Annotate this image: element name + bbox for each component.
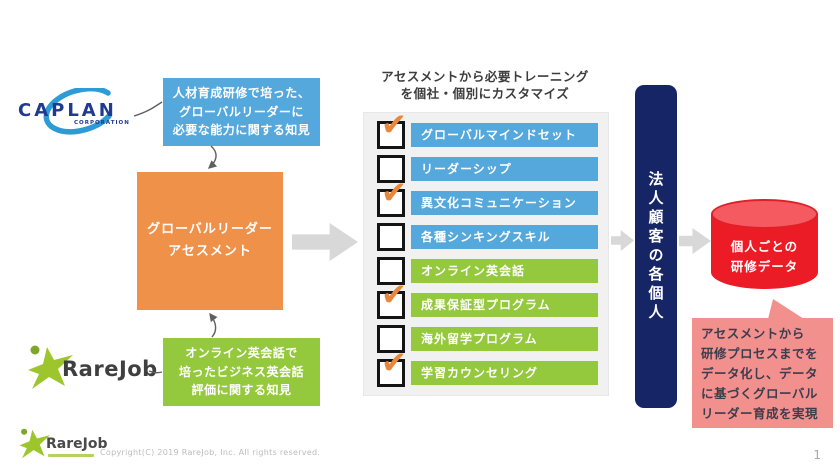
assessment-line: グローバルリーダー — [147, 221, 273, 237]
rarejob-knowledge-line: 評価に関する知見 — [191, 383, 292, 398]
checkbox[interactable]: ✔ — [377, 110, 407, 149]
bubble-text: アセスメントから 研修プロセスまでを データ化し、データ に基づくグローバル リ… — [701, 324, 829, 424]
page-number: 1 — [813, 448, 821, 462]
checklist-item-label: 成果保証型プログラム — [411, 293, 598, 317]
checklist-item-label: 海外留学プログラム — [411, 327, 598, 351]
checklist-item-label: 異文化コミュニケーション — [411, 191, 598, 215]
assessment-line: アセスメント — [168, 244, 252, 259]
checklist-title: アセスメントから必要トレーニング を個社・個別にカスタマイズ — [352, 69, 618, 103]
checklist-row: ✔ 学習カウンセリング — [377, 348, 608, 387]
checkmark-icon: ✔ — [381, 277, 407, 313]
checkbox[interactable]: ✔ — [377, 223, 405, 251]
checkbox[interactable]: ✔ — [377, 257, 405, 285]
bubble-line: アセスメントから — [701, 326, 805, 341]
checklist-item-label: リーダーシップ — [411, 157, 598, 181]
cylinder-label-line: 個人ごとの — [730, 239, 799, 254]
checklist-title-line: アセスメントから必要トレーニング — [381, 69, 589, 84]
checkbox[interactable]: ✔ — [377, 325, 405, 353]
checklist-row: ✔ 各種シンキングスキル — [377, 223, 608, 251]
assessment-box: グローバルリーダー アセスメント — [137, 172, 283, 310]
checklist-item-label: グローバルマインドセット — [411, 123, 598, 147]
flow-arrow-icon — [611, 230, 634, 251]
bubble-line: に基づくグローバル — [701, 386, 818, 401]
data-realization-bubble: アセスメントから 研修プロセスまでを データ化し、データ に基づくグローバル リ… — [692, 299, 833, 428]
checklist-row: ✔ 異文化コミュニケーション — [377, 178, 608, 217]
rarejob-tagline — [48, 454, 94, 457]
rarejob-footer-logo: RareJob — [18, 427, 113, 467]
checklist-panel: ✔ グローバルマインドセット ✔ リーダーシップ ✔ 異文化コミュニケーション … — [363, 110, 609, 396]
caplan-logo-subtext: CORPORATION — [74, 120, 130, 126]
bubble-line: データ化し、データ — [701, 366, 819, 381]
corporate-customers-bar: 法人顧客の各個人 — [635, 85, 677, 408]
checklist-item-label: オンライン英会話 — [411, 259, 598, 283]
bubble-line: リーダー育成を実現 — [701, 406, 819, 421]
checklist-row: ✔ 成果保証型プログラム — [377, 280, 608, 319]
caplan-logo-text: CAPLAN — [18, 100, 117, 121]
corporate-customers-label: 法人顧客の各個人 — [646, 170, 665, 323]
checklist-title-line: を個社・個別にカスタマイズ — [400, 85, 570, 101]
cylinder-label: 個人ごとの 研修データ — [711, 237, 818, 277]
rarejob-footer-logo-text: RareJob — [46, 436, 108, 452]
checkbox[interactable]: ✔ — [377, 348, 407, 387]
flow-arrow-icon — [679, 228, 711, 254]
bubble-line: 研修プロセスまでを — [701, 346, 819, 361]
caplan-logo: CAPLAN CORPORATION — [16, 88, 140, 138]
caplan-knowledge-line: グローバルリーダーに — [179, 104, 304, 119]
checkbox[interactable]: ✔ — [377, 178, 407, 217]
caplan-knowledge-box: 人材育成研修で培った、 グローバルリーダーに 必要な能力に関する知見 — [163, 78, 320, 146]
bubble-tail-icon — [768, 299, 804, 319]
rarejob-logo: RareJob — [26, 343, 158, 393]
checklist-item-label: 学習カウンセリング — [411, 361, 598, 385]
checkbox[interactable]: ✔ — [377, 155, 405, 183]
rarejob-knowledge-box: オンライン英会話で 培ったビジネス英会話 評価に関する知見 — [163, 338, 320, 406]
rarejob-knowledge-line: 培ったビジネス英会話 — [178, 364, 304, 379]
checkmark-icon: ✔ — [381, 175, 407, 211]
caplan-knowledge-line: 必要な能力に関する知見 — [172, 123, 311, 138]
caplan-c-swoosh-icon — [43, 88, 112, 135]
rarejob-knowledge-line: オンライン英会話で — [185, 346, 298, 361]
caplan-knowledge-line: 人材育成研修で培った、 — [172, 86, 311, 101]
cylinder-top-icon — [711, 199, 818, 229]
flow-arrow-icon — [292, 223, 358, 261]
copyright-text: Copyright(C) 2019 RareJob, Inc. All righ… — [100, 448, 321, 457]
rarejob-star-icon — [28, 345, 73, 389]
checkmark-icon: ✔ — [381, 107, 407, 143]
checklist-item-label: 各種シンキングスキル — [411, 225, 598, 249]
checkmark-icon: ✔ — [381, 345, 407, 381]
checkbox[interactable]: ✔ — [377, 280, 407, 319]
checklist-row: ✔ グローバルマインドセット — [377, 110, 608, 149]
checklist-row: ✔ リーダーシップ — [377, 155, 608, 183]
checklist-row: ✔ 海外留学プログラム — [377, 325, 608, 353]
training-data-cylinder: 個人ごとの 研修データ — [711, 199, 818, 289]
rarejob-star-icon — [19, 428, 50, 459]
rarejob-logo-text: RareJob — [62, 357, 158, 381]
cylinder-label-line: 研修データ — [730, 259, 799, 274]
checklist-row: ✔ オンライン英会話 — [377, 257, 608, 285]
